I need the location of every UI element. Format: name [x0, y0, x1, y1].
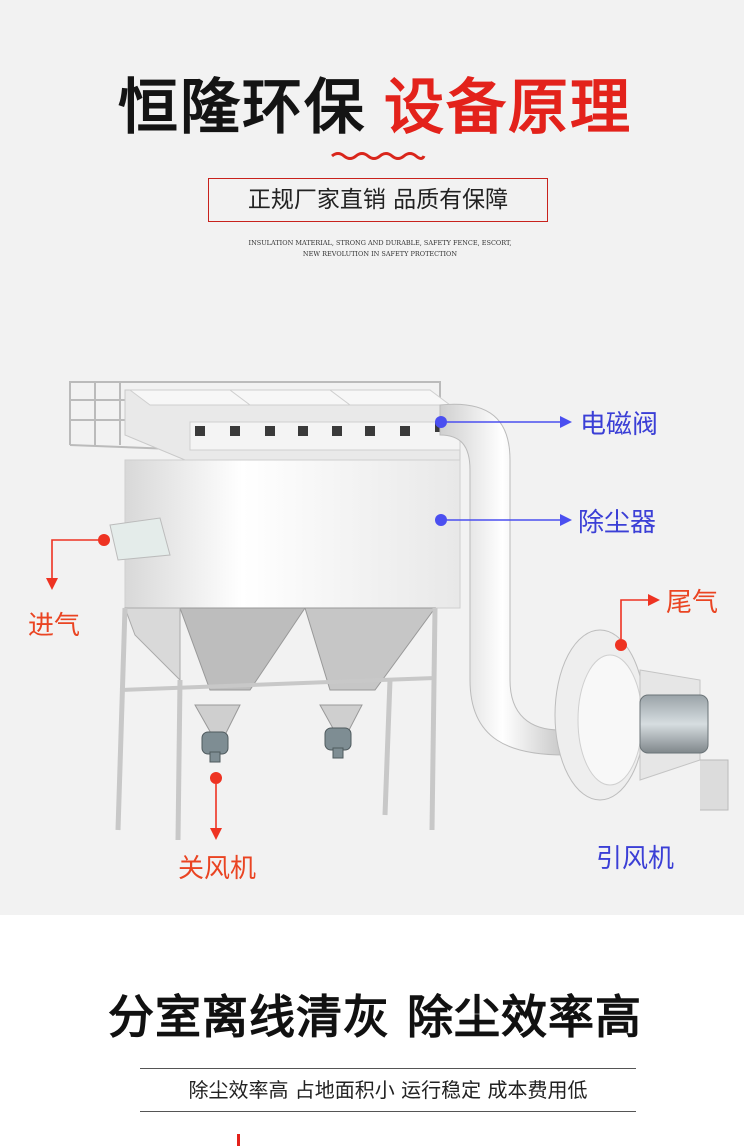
inlet-dot: [98, 534, 110, 546]
english-line-1: INSULATION MATERIAL, STRONG AND DURABLE,…: [248, 239, 512, 247]
slogan-text: 正规厂家直销 品质有保障: [247, 187, 509, 213]
callout-arrows: [46, 416, 660, 840]
label-exhaust: 尾气: [666, 588, 719, 618]
support-legs: [115, 607, 438, 841]
collector-dot: [435, 514, 447, 526]
label-fan: 引风机: [596, 844, 675, 874]
english-line-2: NEW REVOLUTION IN SAFETY PROTECTION: [302, 250, 458, 258]
top-plenum: [124, 389, 461, 461]
bottom-divider: [140, 1111, 636, 1112]
label-inlet: 进气: [28, 611, 81, 641]
title-accent: 设备原理: [384, 73, 632, 143]
label-dust-collector: 除尘器: [578, 508, 657, 538]
label-solenoid-valve: 电磁阀: [580, 410, 659, 440]
english-caption: INSULATION MATERIAL, STRONG AND DURABLE,…: [200, 238, 560, 260]
section-title: 分室离线清灰 除尘效率高: [107, 990, 642, 1044]
hoppers: [124, 607, 436, 736]
inlet-duct: [109, 517, 171, 561]
airlock-dot: [210, 772, 222, 784]
airlock-valves: [201, 727, 352, 763]
exhaust-dot: [615, 639, 627, 651]
label-airlock: 关风机: [178, 854, 257, 884]
top-divider: [140, 1068, 636, 1069]
section-subtitle: 除尘效率高 占地面积小 运行稳定 成本费用低: [188, 1078, 588, 1102]
solenoid-valve-dot: [435, 416, 447, 428]
induced-draft-fan: [554, 629, 729, 811]
callout-markers: [98, 416, 627, 784]
equipment-diagram: [46, 381, 729, 841]
title-main: 恒隆环保: [118, 73, 366, 143]
red-marker: [237, 1134, 240, 1146]
page-title: 恒隆环保设备原理: [0, 68, 750, 148]
slogan-box: 正规厂家直销 品质有保障: [208, 178, 548, 222]
wave-ornament: [331, 152, 426, 160]
collector-body: [124, 459, 461, 609]
